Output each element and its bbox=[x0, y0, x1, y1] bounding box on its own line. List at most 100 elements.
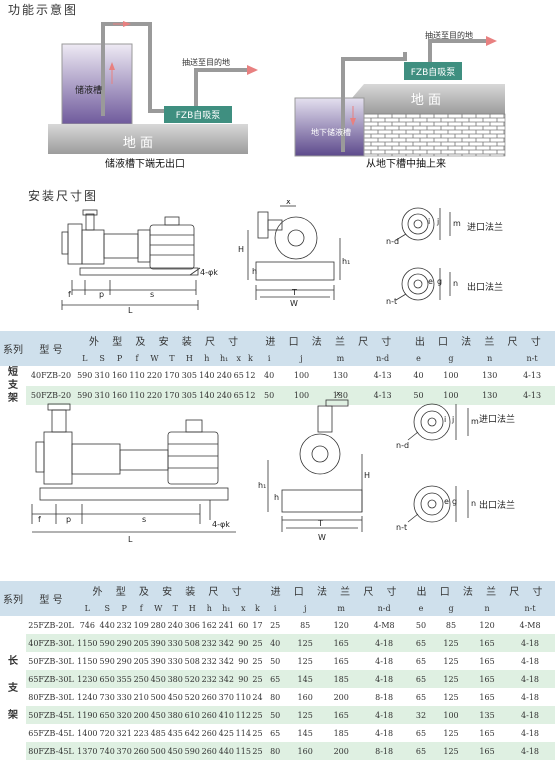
short-col-16: g bbox=[431, 350, 471, 366]
table-cell: 240 bbox=[166, 616, 184, 634]
table-cell: 50 bbox=[256, 385, 283, 405]
table-cell: 4-18 bbox=[505, 688, 555, 706]
table-cell: 170 bbox=[163, 366, 181, 386]
group-char: 长 bbox=[8, 655, 18, 667]
table-cell: 17 bbox=[251, 616, 264, 634]
th-series: 系列 bbox=[0, 331, 26, 366]
table-cell: 650 bbox=[98, 670, 116, 688]
table-cell: 25 bbox=[251, 742, 264, 760]
table-cell: 24 bbox=[251, 688, 264, 706]
table-cell: 290 bbox=[115, 652, 133, 670]
long-col-13: m bbox=[323, 600, 360, 616]
table-cell: 50FZB-30L bbox=[26, 652, 76, 670]
short-dim-h: h bbox=[252, 267, 257, 276]
table-cell: 65 bbox=[408, 652, 433, 670]
table-cell: 250 bbox=[132, 670, 150, 688]
table-cell: 130 bbox=[470, 366, 510, 386]
table-cell: 210 bbox=[132, 688, 150, 706]
group-char: 架 bbox=[8, 709, 18, 721]
table-cell: 32 bbox=[408, 706, 433, 724]
table-cell: 110 bbox=[128, 366, 146, 386]
table-cell: 260 bbox=[200, 742, 218, 760]
table-cell: 165 bbox=[469, 634, 506, 652]
table-cell: 320 bbox=[115, 706, 133, 724]
short-col-6: H bbox=[180, 350, 199, 366]
long-col-1: S bbox=[98, 600, 116, 616]
long-dim-k: 4-φk bbox=[212, 520, 230, 529]
table-cell: 125 bbox=[287, 652, 324, 670]
short-dim-L: L bbox=[128, 306, 133, 315]
th-outlet: 出 口 法 兰 尺 寸 bbox=[405, 331, 555, 350]
table-cell: 90 bbox=[234, 634, 252, 652]
table-cell: 112 bbox=[234, 706, 252, 724]
table-cell: 746 bbox=[76, 616, 99, 634]
long-dim-s: s bbox=[142, 515, 146, 524]
short_table-group-label: 短支架 bbox=[0, 366, 26, 405]
table-cell: 80 bbox=[263, 742, 288, 760]
long-dim-f: f bbox=[38, 515, 41, 524]
long-col-12: j bbox=[287, 600, 324, 616]
long-dim-h1: h₁ bbox=[258, 481, 266, 490]
table-cell: 232 bbox=[200, 652, 218, 670]
short-col-7: h bbox=[198, 350, 216, 366]
long-col-5: T bbox=[166, 600, 184, 616]
table-cell: 232 bbox=[200, 634, 218, 652]
table-cell: 590 bbox=[183, 742, 201, 760]
table-cell: 380 bbox=[166, 706, 184, 724]
long-dim-nt: n-t bbox=[396, 523, 407, 532]
table-cell: 8-18 bbox=[359, 742, 409, 760]
table-cell: 450 bbox=[166, 742, 184, 760]
table-cell: 125 bbox=[287, 706, 324, 724]
long-col-17: n bbox=[469, 600, 506, 616]
long-inlet-label: 进口法兰 bbox=[479, 413, 515, 425]
table-cell: 65 bbox=[408, 742, 433, 760]
short-dim-s: s bbox=[150, 290, 154, 299]
table-cell: 450 bbox=[166, 688, 184, 706]
short-dim-n: n bbox=[453, 279, 458, 288]
right-pump bbox=[404, 62, 462, 80]
table-cell: 260 bbox=[200, 688, 218, 706]
left-caption: 储液槽下端无出口 bbox=[105, 157, 185, 170]
table-cell: 135 bbox=[469, 706, 506, 724]
long-col-18: n-t bbox=[505, 600, 555, 616]
left-ground bbox=[48, 124, 248, 154]
table-cell: 390 bbox=[149, 634, 167, 652]
right-flow-arrow bbox=[486, 36, 497, 46]
left-pump bbox=[164, 106, 232, 123]
table-cell: 50 bbox=[408, 616, 433, 634]
table-cell: 125 bbox=[433, 670, 470, 688]
group-char: 支 bbox=[8, 380, 18, 391]
table-cell: 4-18 bbox=[505, 742, 555, 760]
table-cell: 60 bbox=[234, 616, 252, 634]
table-cell: 650 bbox=[98, 706, 116, 724]
section-title-function: 功能示意图 bbox=[8, 3, 79, 17]
long-outlet-label: 出口法兰 bbox=[479, 499, 515, 511]
table-cell: 165 bbox=[323, 652, 360, 670]
short-dim-j: j bbox=[436, 217, 439, 226]
short-inlet-label: 进口法兰 bbox=[467, 221, 503, 233]
left-dest-label: 抽送至目的地 bbox=[182, 57, 230, 67]
long-dim-n: n bbox=[471, 499, 476, 508]
short-dim-i: i bbox=[428, 217, 430, 226]
short-outlet-label: 出口法兰 bbox=[467, 281, 503, 293]
table-cell: 200 bbox=[132, 706, 150, 724]
table-cell: 220 bbox=[145, 366, 164, 386]
table-cell: 730 bbox=[98, 688, 116, 706]
long-frame-drawing: f p s L 4-φk x H h h₁ T W 进口法兰 出口法兰 n-d … bbox=[31, 392, 515, 544]
table-cell: 520 bbox=[183, 688, 201, 706]
table-cell: 260 bbox=[132, 742, 150, 760]
table-cell: 380 bbox=[166, 670, 184, 688]
left-ground-label: 地 面 bbox=[123, 136, 153, 151]
table-cell: 508 bbox=[183, 634, 201, 652]
table-cell: 65 bbox=[408, 688, 433, 706]
long-dim-x: x bbox=[336, 392, 341, 398]
th-inlet: 进 口 法 兰 尺 寸 bbox=[256, 331, 406, 350]
short-col-5: T bbox=[163, 350, 181, 366]
table-cell: 370 bbox=[217, 688, 235, 706]
short-frame-drawing: f p s L 4-φk x H h h₁ T W 进口法兰 出口法兰 n-d … bbox=[61, 200, 503, 315]
table-cell: 8-18 bbox=[359, 688, 409, 706]
